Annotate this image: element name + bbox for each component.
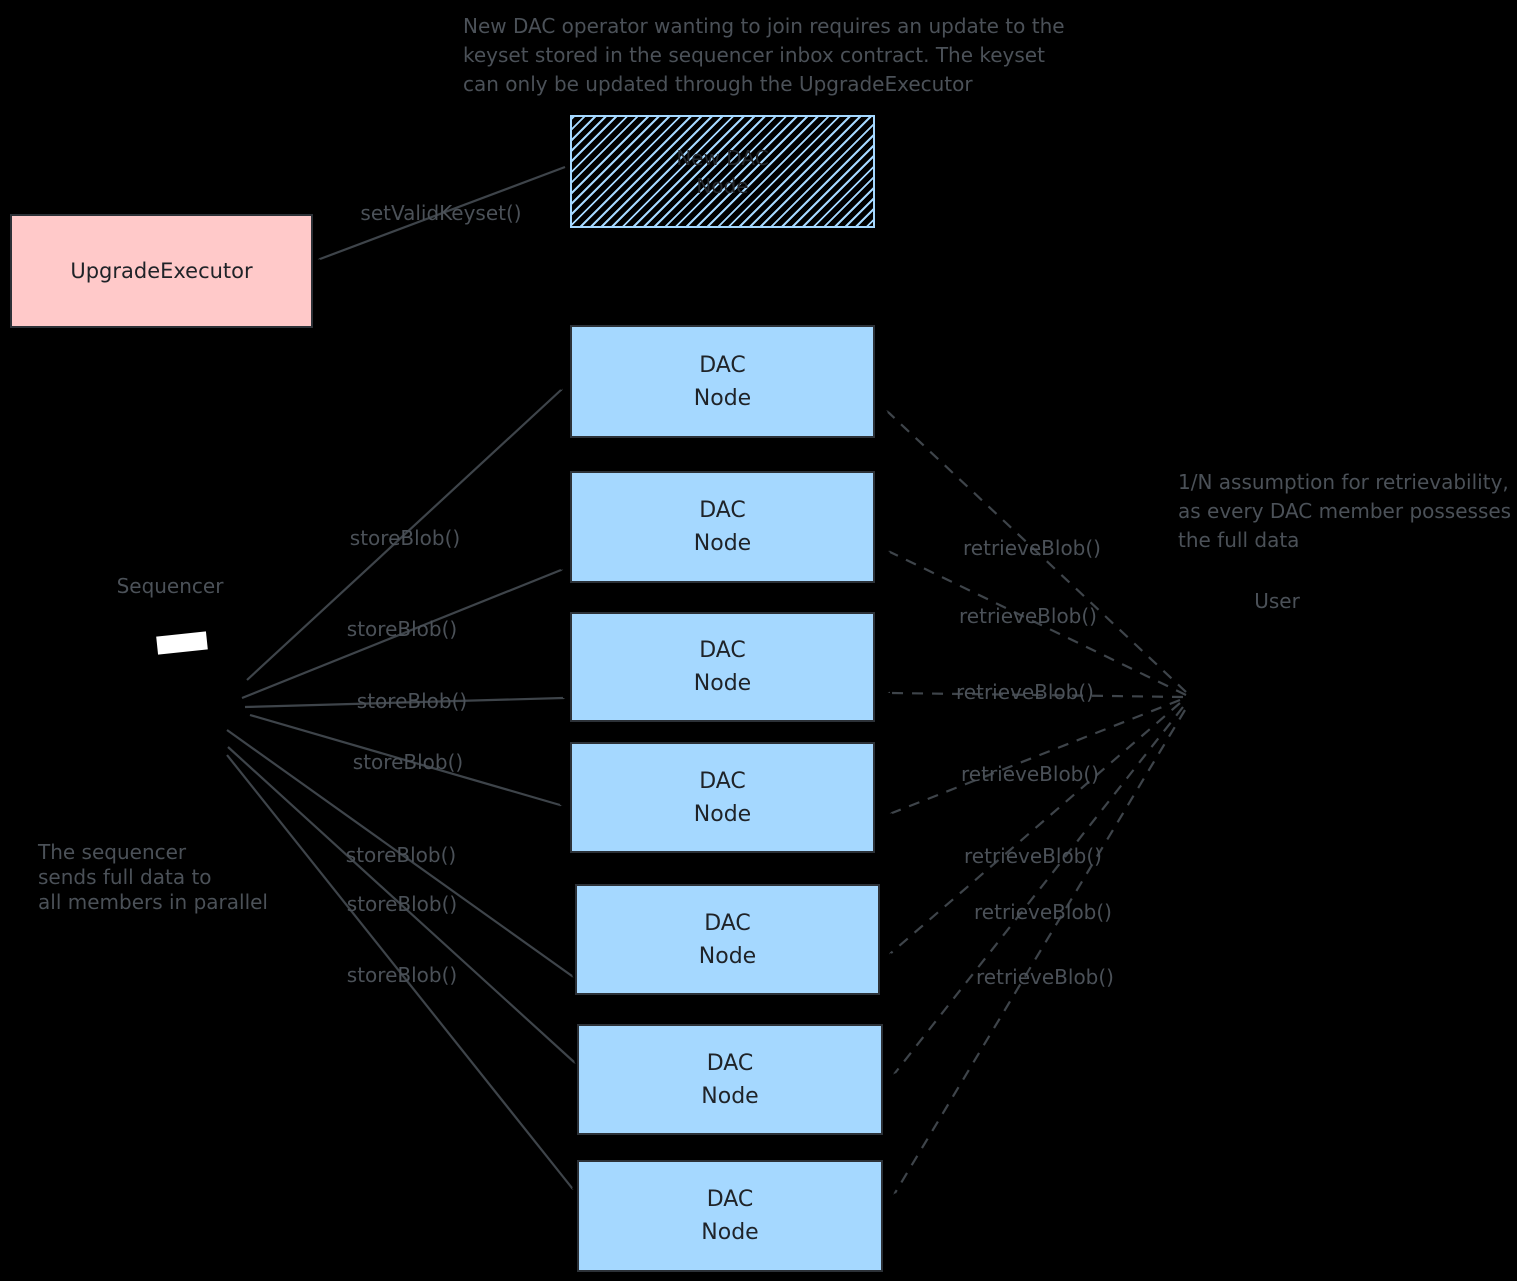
note-line: The sequencer bbox=[38, 840, 187, 864]
dac-node-label: Node bbox=[701, 1083, 759, 1109]
retrieve-blob-label: retrieveBlob() bbox=[956, 680, 1094, 704]
dac-node-box: DAC Node bbox=[570, 325, 875, 438]
note-line: New DAC operator wanting to join require… bbox=[463, 14, 1065, 38]
dac-node-box: DAC Node bbox=[570, 471, 875, 583]
dac-node-box: DAC Node bbox=[575, 884, 880, 995]
retrieve-arrow-7 bbox=[895, 709, 1186, 1193]
note-parallel-send: The sequencer sends full data to all mem… bbox=[38, 840, 268, 915]
store-arrow-7 bbox=[226, 754, 572, 1188]
dac-node-box: DAC Node bbox=[570, 612, 875, 722]
dac-node-label: DAC bbox=[699, 498, 746, 523]
new-dac-node-label: Node bbox=[696, 173, 749, 198]
store-arrow-1 bbox=[246, 390, 561, 681]
store-arrow-3 bbox=[244, 696, 563, 709]
store-arrow-5 bbox=[226, 729, 572, 976]
store-blob-label: storeBlob() bbox=[345, 843, 457, 867]
store-blob-label: storeBlob() bbox=[346, 892, 458, 916]
note-line: all members in parallel bbox=[38, 890, 268, 914]
retrieve-arrow-5 bbox=[891, 702, 1181, 953]
note-retrievability: 1/N assumption for retrievability, as ev… bbox=[1178, 468, 1511, 555]
store-blob-label: storeBlob() bbox=[356, 689, 468, 713]
note-line: as every DAC member possesses bbox=[1178, 499, 1512, 523]
note-line: sends full data to bbox=[38, 865, 212, 889]
retrieve-blob-label: retrieveBlob() bbox=[959, 604, 1097, 628]
note-line: keyset stored in the sequencer inbox con… bbox=[463, 43, 1045, 67]
upgrade-executor-label: UpgradeExecutor bbox=[70, 259, 253, 283]
dac-node-box: DAC Node bbox=[577, 1160, 883, 1272]
note-line: the full data bbox=[1178, 528, 1300, 552]
dac-node-label: DAC bbox=[706, 1187, 754, 1212]
store-arrow-6 bbox=[227, 746, 574, 1062]
retrieve-blob-label: retrieveBlob() bbox=[963, 536, 1101, 560]
retrieve-arrow-6 bbox=[895, 706, 1184, 1073]
dac-node-box: DAC Node bbox=[570, 742, 875, 853]
retrieve-blob-label: retrieveBlob() bbox=[976, 965, 1114, 989]
store-blob-label: storeBlob() bbox=[352, 750, 464, 774]
store-blob-label: storeBlob() bbox=[349, 526, 461, 550]
set-valid-keyset-arrow bbox=[320, 165, 566, 259]
set-valid-keyset-label: setValidKeyset() bbox=[360, 201, 522, 225]
dac-node-label: Node bbox=[693, 531, 752, 556]
store-arrow-2 bbox=[241, 570, 561, 700]
store-blob-label: storeBlob() bbox=[346, 963, 458, 987]
store-blob-label: storeBlob() bbox=[346, 617, 458, 641]
retrieve-blob-label: retrieveBlob() bbox=[961, 762, 1099, 786]
store-arrow-4 bbox=[249, 713, 560, 805]
new-dac-node-label: New DAC bbox=[676, 145, 769, 170]
dac-node-label: Node bbox=[693, 801, 752, 827]
dac-node-box: DAC Node bbox=[577, 1024, 883, 1135]
upgrade-executor-box: UpgradeExecutor bbox=[10, 214, 313, 328]
dac-node-label: Node bbox=[698, 943, 757, 969]
retrieve-blob-label: retrieveBlob() bbox=[974, 900, 1112, 924]
sequencer-label: Sequencer bbox=[116, 574, 224, 598]
dac-node-label: DAC bbox=[704, 910, 751, 936]
dac-node-label: Node bbox=[693, 671, 752, 696]
user-label: User bbox=[1254, 589, 1300, 613]
retrieve-arrow-4 bbox=[892, 698, 1181, 813]
dac-node-label: Node bbox=[693, 385, 752, 411]
dac-node-label: Node bbox=[701, 1220, 759, 1245]
retrieve-blob-label: retrieveBlob() bbox=[964, 844, 1102, 868]
dac-node-label: DAC bbox=[706, 1050, 754, 1076]
retrieve-arrow-2 bbox=[890, 552, 1187, 696]
note-keyset-update: New DAC operator wanting to join require… bbox=[463, 12, 1065, 99]
new-dac-node-box: New DAC Node bbox=[570, 115, 875, 228]
note-line: can only be updated through the UpgradeE… bbox=[463, 72, 973, 96]
note-line: 1/N assumption for retrievability, bbox=[1178, 470, 1509, 494]
dac-node-label: DAC bbox=[699, 768, 746, 794]
retrieve-arrow-3 bbox=[890, 693, 1184, 699]
dac-node-label: DAC bbox=[699, 638, 746, 663]
retrieve-arrow-1 bbox=[888, 412, 1187, 693]
dac-node-label: DAC bbox=[699, 352, 746, 378]
